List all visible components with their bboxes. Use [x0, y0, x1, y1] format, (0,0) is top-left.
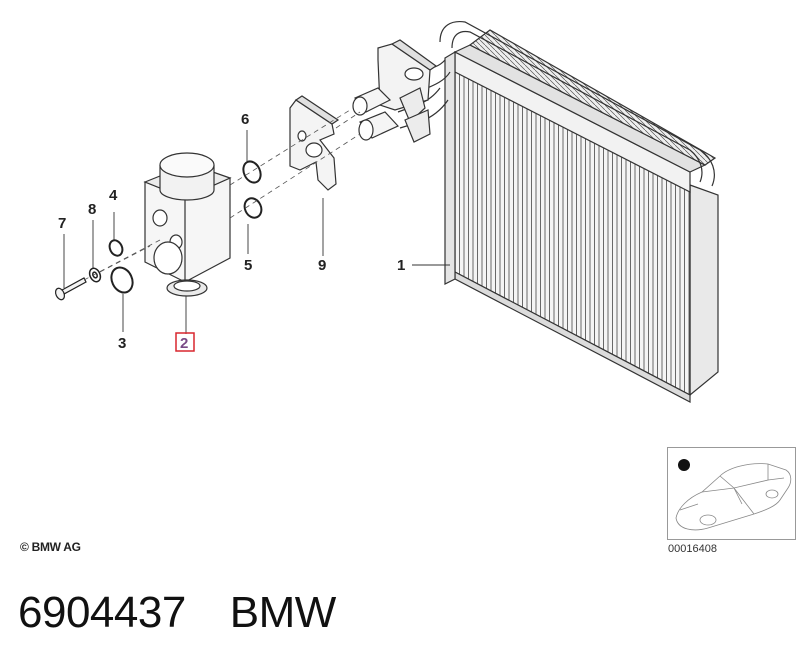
- expansion-valve: [143, 152, 232, 297]
- o-ring-3: [110, 266, 134, 294]
- callout-6: 6: [241, 111, 249, 128]
- callout-4: 4: [109, 187, 118, 204]
- callout-7: 7: [58, 215, 66, 232]
- callout-3: 3: [118, 335, 126, 352]
- pipe-stubs: [352, 87, 431, 143]
- o-ring-6: [242, 160, 262, 184]
- assembly-guides: [83, 109, 361, 281]
- bracket: [289, 95, 340, 191]
- bolt: [54, 277, 87, 301]
- copyright-notice: © BMW AG: [20, 540, 81, 554]
- callout-1: 1: [397, 257, 405, 274]
- callout-9: 9: [318, 257, 326, 274]
- vehicle-locator-thumbnail: [667, 447, 796, 540]
- o-ring-4: [108, 239, 124, 257]
- o-rings: [108, 160, 263, 294]
- callout-2[interactable]: 2: [180, 335, 188, 352]
- washer: [88, 267, 102, 283]
- part-number: 6904437: [18, 588, 186, 637]
- o-ring-5: [243, 197, 263, 219]
- part-brand: BMW: [229, 588, 337, 637]
- leader-lines: [63, 130, 450, 334]
- diagram-id: 00016408: [668, 543, 717, 555]
- part-number-caption: 6904437 BMW: [18, 588, 336, 638]
- callout-2-highlight-box[interactable]: [175, 332, 195, 352]
- car-outline-icon: [675, 459, 792, 531]
- callout-8: 8: [88, 201, 96, 218]
- callout-5: 5: [244, 257, 252, 274]
